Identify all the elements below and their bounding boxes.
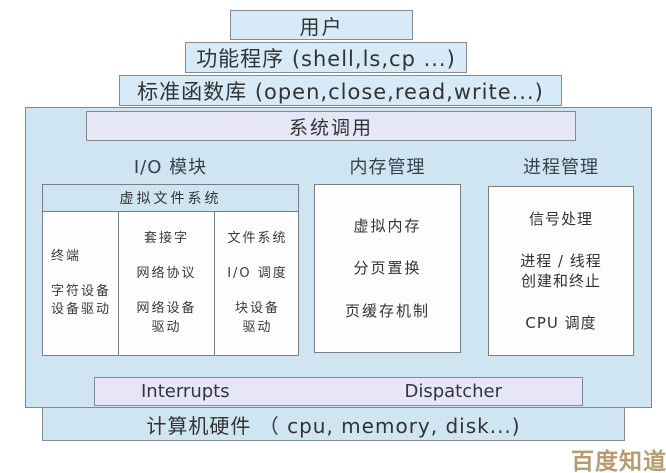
io-module-header: I/O 模块	[133, 157, 208, 178]
io-cell-network-protocol: 网络协议	[136, 266, 197, 282]
io-cell-block-device-driver: 块设备 驱动	[234, 301, 280, 335]
mem-cell-page-cache: 页缓存机制	[344, 301, 430, 320]
hardware-layer-box: 计算机硬件 （ cpu, memory, disk...)	[42, 407, 625, 441]
io-columns: 终端 字符设备 设备驱动 套接字 网络协议 网络设备 驱动 文件系统	[43, 212, 298, 356]
dispatcher-label: Dispatcher	[404, 381, 502, 402]
kernel-container: 系统调用 I/O 模块 内存管理 进程管理 虚拟文件系统 终端 字符设备 设备驱…	[25, 107, 652, 408]
proc-cell-signal-handling: 信号处理	[528, 209, 593, 228]
mem-cell-virtual-memory: 虚拟内存	[353, 217, 422, 236]
io-module-box: 虚拟文件系统 终端 字符设备 设备驱动 套接字 网络协议 网络设备 驱动	[42, 184, 299, 356]
io-column-char-devices: 终端 字符设备 设备驱动	[43, 212, 118, 356]
syscall-label: 系统调用	[288, 116, 373, 139]
user-layer-label: 用户	[299, 14, 344, 39]
memory-mgmt-header: 内存管理	[349, 157, 426, 178]
interrupts-dispatcher-bar: Interrupts Dispatcher	[94, 377, 583, 406]
baidu-zhidao-watermark: 百度知道	[571, 449, 666, 473]
io-cell-socket: 套接字	[143, 231, 189, 247]
io-cell-terminal: 终端	[51, 248, 82, 264]
application-layer-label: 功能程序 (shell,ls,cp ...)	[196, 46, 456, 71]
application-layer-box: 功能程序 (shell,ls,cp ...)	[185, 42, 467, 73]
stdlib-layer-box: 标准函数库 (open,close,read,write...)	[119, 75, 562, 106]
io-column-filesystem: 文件系统 I/O 调度 块设备 驱动	[215, 212, 300, 356]
io-cell-network-device-driver: 网络设备 驱动	[136, 301, 197, 335]
proc-cell-cpu-scheduling: CPU 调度	[525, 314, 597, 333]
proc-cell-process-thread-lifecycle: 进程 / 线程 创建和终止	[520, 251, 602, 290]
process-mgmt-box: 信号处理 进程 / 线程 创建和终止 CPU 调度	[488, 186, 634, 356]
user-layer-box: 用户	[230, 10, 413, 40]
io-column-network: 套接字 网络协议 网络设备 驱动	[118, 212, 215, 356]
mem-cell-paging-swap: 分页置换	[353, 259, 422, 278]
memory-mgmt-box: 虚拟内存 分页置换 页缓存机制	[314, 184, 461, 353]
syscall-bar: 系统调用	[86, 111, 576, 141]
io-cell-char-device-driver: 字符设备 设备驱动	[51, 283, 112, 318]
interrupts-label: Interrupts	[141, 381, 230, 402]
hardware-layer-label: 计算机硬件 （ cpu, memory, disk...)	[146, 413, 521, 438]
stdlib-layer-label: 标准函数库 (open,close,read,write...)	[137, 79, 544, 104]
io-cell-filesystem: 文件系统	[227, 231, 288, 247]
io-cell-io-scheduler: I/O 调度	[227, 266, 288, 282]
vfs-header: 虚拟文件系统	[43, 185, 298, 212]
process-mgmt-header: 进程管理	[523, 157, 599, 178]
